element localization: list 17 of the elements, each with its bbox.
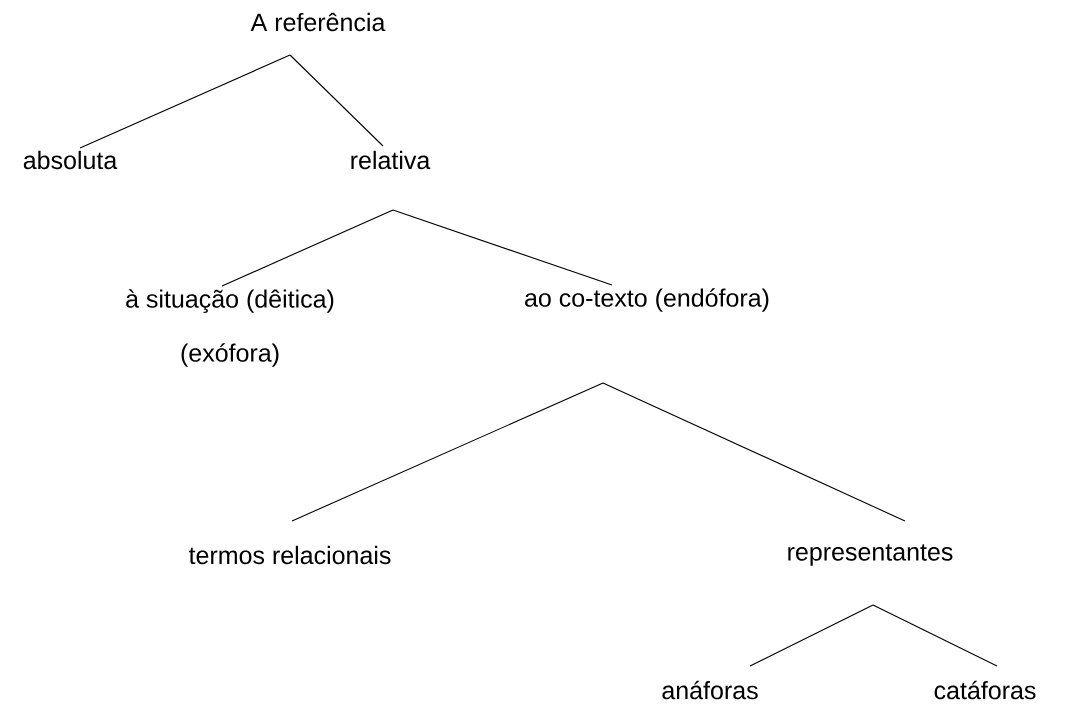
branch-line bbox=[602, 382, 906, 522]
branch-line bbox=[289, 54, 384, 147]
branch-line bbox=[79, 54, 291, 149]
branch-line bbox=[221, 209, 394, 287]
branch-line bbox=[749, 604, 874, 667]
tree-label: anáforas bbox=[662, 680, 758, 700]
tree-label: à situação (dêitica) (exófora) bbox=[126, 289, 334, 367]
branch-line bbox=[392, 209, 613, 286]
tree-label: absoluta bbox=[23, 150, 118, 170]
tree-label: representantes bbox=[788, 544, 953, 566]
tree-label: A referência bbox=[250, 12, 386, 32]
branch-line bbox=[291, 382, 604, 522]
tree-label: relativa bbox=[351, 150, 431, 170]
branch-line bbox=[872, 604, 998, 667]
tree-label: termos relacionais bbox=[188, 545, 391, 565]
tree-label: ao co-texto (endófora) bbox=[525, 288, 769, 312]
tree-label: catáforas bbox=[934, 680, 1036, 700]
